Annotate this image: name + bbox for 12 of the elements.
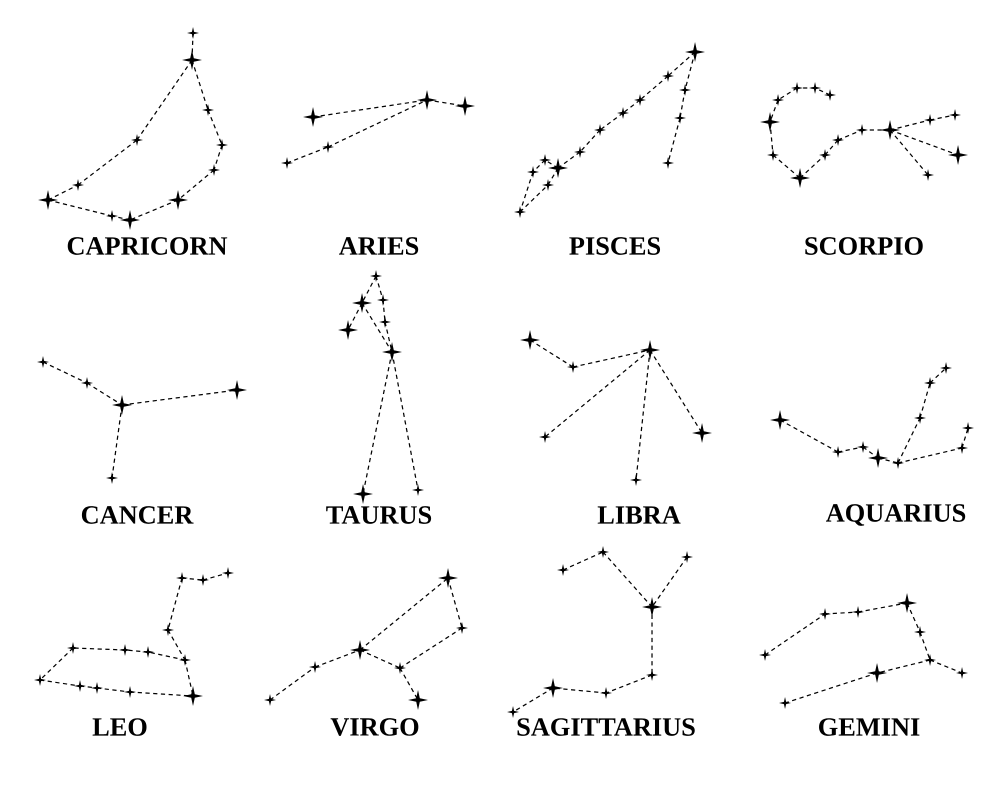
constellation-name: LEO <box>92 718 147 736</box>
constellation-name: ARIES <box>339 237 418 255</box>
constellation-name: SAGITTARIUS <box>518 718 695 736</box>
constellation-name: AQUARIUS <box>826 504 966 526</box>
constellation-name: CANCER <box>82 506 194 524</box>
constellation-name: TAURUS <box>326 506 432 524</box>
constellation-name: PISCES <box>569 237 660 255</box>
constellation-name: SCORPIO <box>805 237 923 255</box>
constellation-name: CAPRICORN <box>68 237 228 255</box>
constellation-name: VIRGO <box>330 718 418 736</box>
constellation-name: LIBRA <box>598 506 681 524</box>
constellation-name: GEMINI <box>819 718 920 736</box>
